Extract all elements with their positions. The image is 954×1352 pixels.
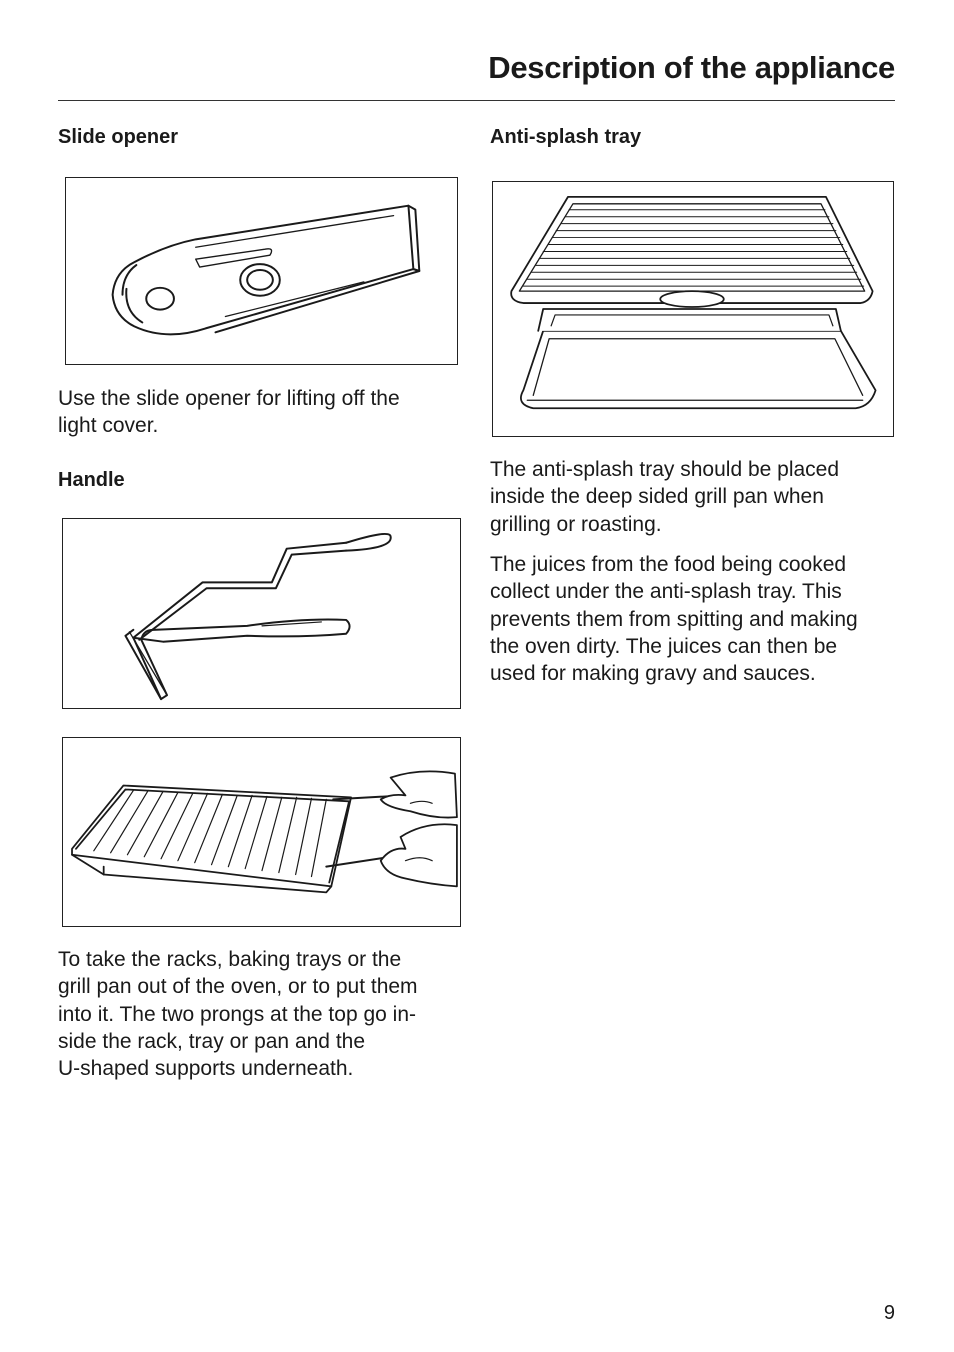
text-line: collect under the anti-splash tray. This bbox=[490, 580, 842, 604]
handle-figure bbox=[62, 518, 461, 709]
text-line: grill pan out of the oven, or to put the… bbox=[58, 975, 418, 999]
anti-splash-description-1: The anti-splash tray should be placed in… bbox=[490, 456, 839, 538]
page-title: Description of the appliance bbox=[488, 50, 895, 85]
text-line: side the rack, tray or pan and the bbox=[58, 1029, 366, 1053]
slide-opener-icon bbox=[111, 204, 421, 336]
text-line: grilling or roasting. bbox=[490, 512, 662, 536]
text-line: Use the slide opener for lifting off the bbox=[58, 387, 400, 410]
slide-opener-description: Use the slide opener for lifting off the… bbox=[58, 385, 400, 440]
handle-description: To take the racks, baking trays or the g… bbox=[58, 946, 418, 1082]
handle-lifting-rack-icon bbox=[71, 770, 458, 894]
anti-splash-tray-icon bbox=[510, 195, 877, 410]
text-line: To take the racks, baking trays or the bbox=[58, 948, 402, 971]
text-line: U-shaped supports underneath. bbox=[58, 1057, 354, 1081]
anti-splash-description-2: The juices from the food being cooked co… bbox=[490, 551, 858, 687]
text-line: prevents them from spitting and making bbox=[490, 607, 858, 631]
handle-in-use-figure bbox=[62, 737, 461, 927]
text-line: The anti-splash tray should be placed bbox=[490, 458, 840, 481]
text-line: the oven dirty. The juices can then be bbox=[490, 634, 838, 658]
anti-splash-figure bbox=[492, 181, 894, 437]
text-line: The juices from the food being cooked bbox=[490, 553, 847, 576]
slide-opener-figure bbox=[65, 177, 458, 365]
anti-splash-heading: Anti-splash tray bbox=[490, 126, 642, 148]
title-divider bbox=[58, 100, 895, 101]
slide-opener-heading: Slide opener bbox=[58, 126, 179, 148]
handle-icon bbox=[124, 532, 392, 701]
text-line: inside the deep sided grill pan when bbox=[490, 485, 824, 509]
handle-heading: Handle bbox=[58, 469, 125, 491]
text-line: light cover. bbox=[58, 414, 159, 438]
text-line: used for making gravy and sauces. bbox=[490, 662, 816, 686]
page-number: 9 bbox=[883, 1302, 895, 1324]
text-line: into it. The two prongs at the top go in… bbox=[58, 1002, 416, 1026]
